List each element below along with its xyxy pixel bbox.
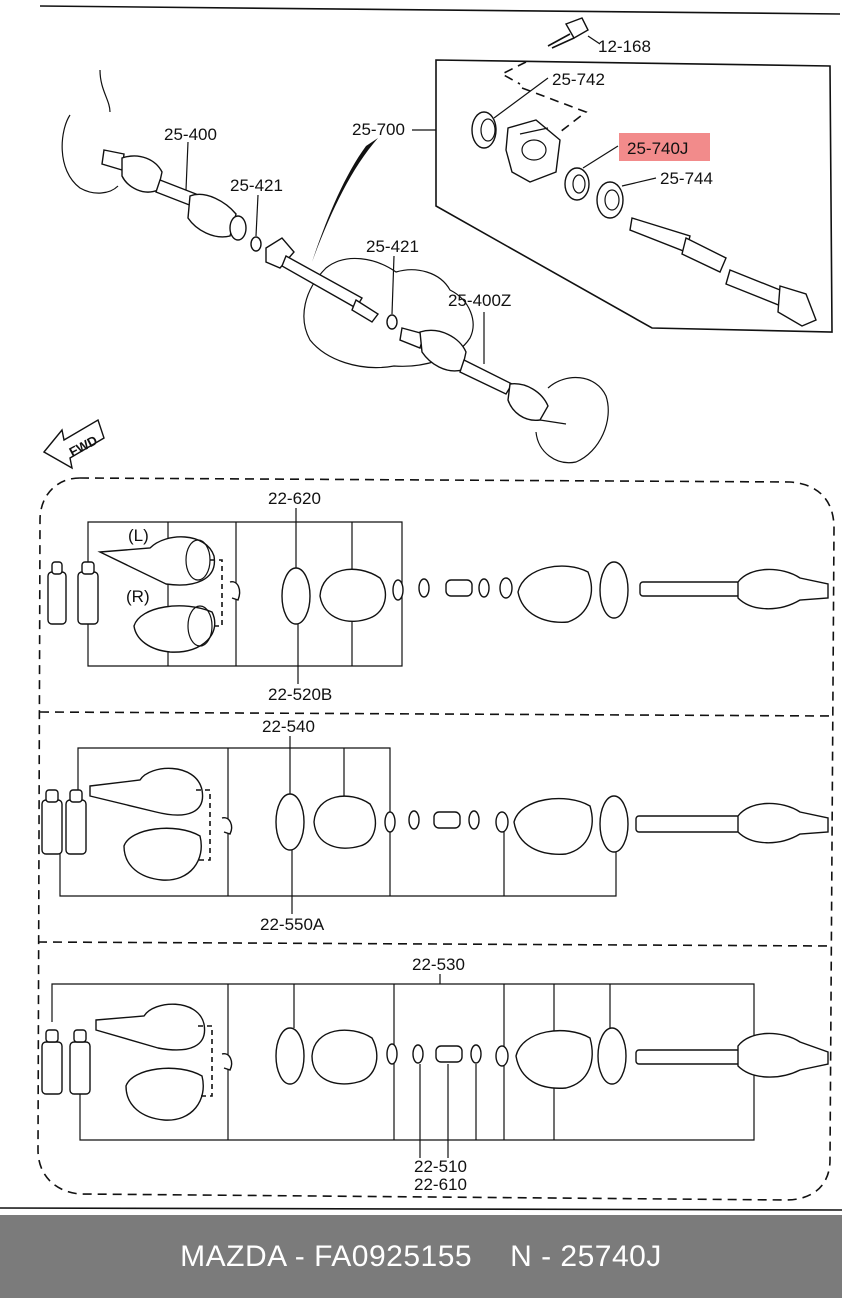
top-border xyxy=(39,5,841,15)
footer-brand-part: MAZDA - FA0925155 xyxy=(180,1239,473,1273)
fwd-arrow-icon: FWD xyxy=(42,418,105,470)
clip-25-421-b xyxy=(386,314,398,330)
label-25-400: 25-400 xyxy=(164,125,217,144)
label-22-550A: 22-550A xyxy=(260,915,325,934)
label-22-530: 22-530 xyxy=(412,955,465,974)
intermediate-shaft xyxy=(629,217,817,327)
label-right: (R) xyxy=(126,587,150,606)
label-22-540: 22-540 xyxy=(262,717,315,736)
kit-panel xyxy=(37,477,835,1201)
kit-section-1 xyxy=(47,521,829,667)
kit-section-2 xyxy=(41,747,829,897)
label-25-421-b: 25-421 xyxy=(366,237,419,256)
transmission-outline xyxy=(303,257,474,369)
drive-shaft-25-400 xyxy=(61,69,247,241)
label-25-700: 25-700 xyxy=(352,120,405,139)
bottom-border xyxy=(0,1207,842,1211)
label-22-620: 22-620 xyxy=(268,489,321,508)
highlight-25-740J xyxy=(619,133,710,161)
footer-banner: MAZDA - FA0925155 N - 25740J xyxy=(0,1215,842,1298)
clip-25-742 xyxy=(471,111,497,149)
kit-divider-2 xyxy=(37,941,833,947)
seal-25-740J xyxy=(564,167,590,201)
footer-ref: N - 25740J xyxy=(510,1239,662,1273)
dash-guide xyxy=(500,61,527,85)
label-25-400Z: 25-400Z xyxy=(448,291,511,310)
parts-diagram: 12-168 25-700 25-742 25-740J 25-744 xyxy=(0,5,842,1211)
label-25-742: 25-742 xyxy=(552,70,605,89)
label-25-421-a: 25-421 xyxy=(230,176,283,195)
label-22-610: 22-610 xyxy=(414,1175,467,1194)
kit-divider-1 xyxy=(39,711,833,717)
bolt-12-168 xyxy=(547,17,601,49)
clip-25-421-a xyxy=(250,236,262,252)
label-25-744: 25-744 xyxy=(660,169,713,188)
label-left: (L) xyxy=(128,526,149,545)
label-25-740J: 25-740J xyxy=(627,139,688,158)
kit-section-3 xyxy=(41,983,829,1158)
drive-shaft-25-400Z xyxy=(399,327,609,464)
inset-box-25-700 xyxy=(435,59,833,333)
label-22-510: 22-510 xyxy=(414,1157,467,1176)
seal-25-744 xyxy=(596,181,624,219)
center-joint xyxy=(265,237,380,323)
label-12-168: 12-168 xyxy=(598,37,651,56)
label-22-520B: 22-520B xyxy=(268,685,332,704)
bearing-bracket xyxy=(505,119,561,183)
